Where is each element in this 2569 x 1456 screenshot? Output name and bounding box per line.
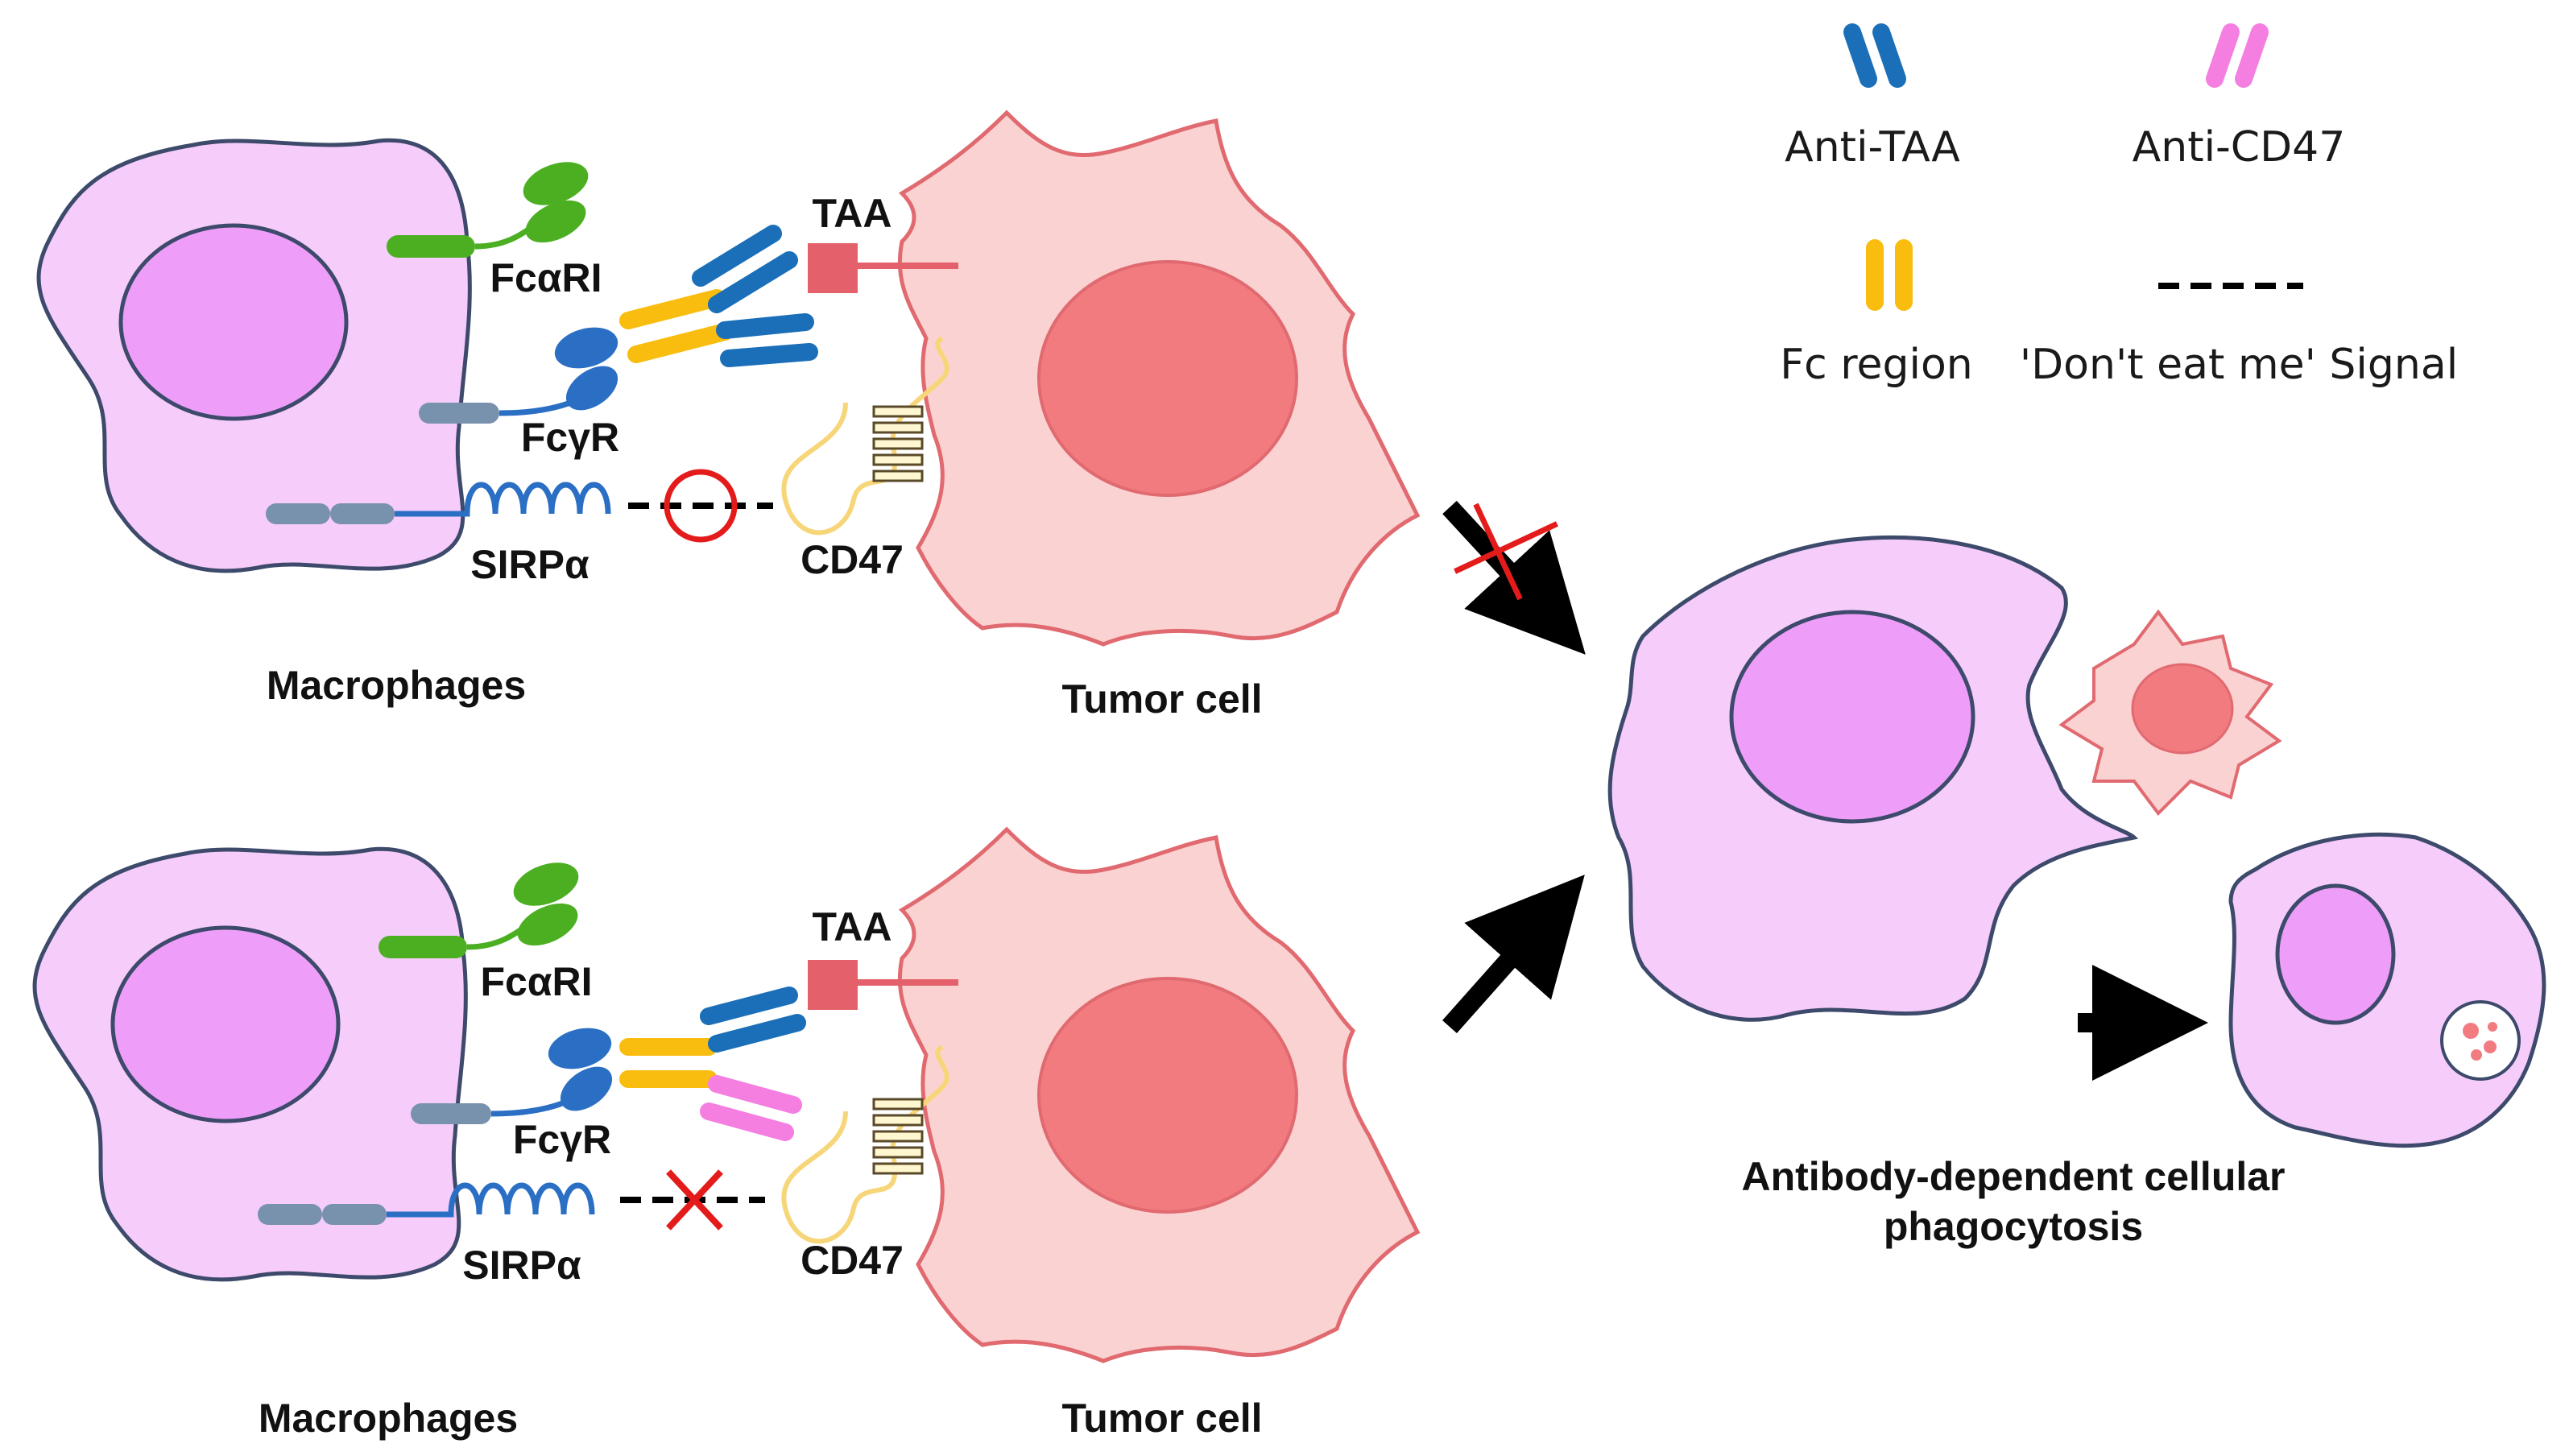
legend-anti-cd47-label: Anti-CD47 <box>2133 123 2346 172</box>
bottom-cd47-protein-icon <box>781 1044 949 1244</box>
top-fcari-receptor-icon <box>387 162 589 258</box>
top-tumor-nucleus <box>1037 260 1298 497</box>
legend-anti-taa-icon <box>1843 23 1906 88</box>
legend-dont-eat-me-label: 'Don't eat me' Signal <box>2020 341 2458 389</box>
top-taa-label: TAA <box>812 191 891 236</box>
top-blocked-arrow <box>1442 500 1586 655</box>
bottom-cd47-label: CD47 <box>800 1238 904 1283</box>
bottom-fcgr-receptor-icon <box>411 1028 613 1124</box>
bottom-tumor-nucleus <box>1037 977 1298 1214</box>
digested-macrophage-cell <box>2228 832 2546 1148</box>
bottom-sirpa-label: SIRPα <box>462 1243 581 1288</box>
top-cd47-label: CD47 <box>800 537 904 582</box>
top-signal-active-icon <box>664 469 738 543</box>
bottom-fcgr-label: FcγR <box>513 1117 611 1162</box>
top-macrophages-label: Macrophages <box>267 663 526 708</box>
legend-anti-taa-label: Anti-TAA <box>1785 123 1960 172</box>
bottom-taa-label: TAA <box>812 904 891 949</box>
bottom-bispecific-antibody-icon <box>619 987 806 1141</box>
small-tumor-nucleus <box>2131 663 2234 755</box>
top-taa-antigen-icon <box>808 243 958 293</box>
top-macrophage-nucleus <box>118 223 349 421</box>
bottom-macrophages-label: Macrophages <box>259 1396 518 1441</box>
top-panel: FcαRI FcγR SIRPα <box>36 110 1421 722</box>
result-title-line1: Antibody-dependent cellular <box>1741 1154 2285 1199</box>
top-anti-taa-antibody-icon <box>619 225 818 367</box>
top-cd47-protein-icon <box>781 336 949 536</box>
top-sirpa-receptor-icon <box>266 482 611 524</box>
engulfing-macrophage-nucleus <box>1729 610 1975 824</box>
legend-fc-region-icon <box>1866 239 1913 311</box>
top-fcgr-receptor-icon <box>419 327 618 424</box>
bottom-fcari-label: FcαRI <box>480 959 592 1004</box>
bottom-signal-blocked-icon <box>666 1169 723 1231</box>
legend: Anti-TAA Anti-CD47 Fc region 'Don't eat … <box>1780 23 2458 389</box>
bottom-fcari-receptor-icon <box>379 862 579 958</box>
legend-anti-cd47-icon <box>2206 23 2269 88</box>
bottom-taa-antigen-icon <box>808 960 958 1010</box>
top-sirpa-label: SIRPα <box>470 542 590 587</box>
legend-fc-region-label: Fc region <box>1780 341 1972 389</box>
result-panel: Antibody-dependent cellular phagocytosis <box>1607 536 2546 1249</box>
bottom-panel: FcαRI FcγR SIRPα <box>32 826 1421 1441</box>
top-fcari-label: FcαRI <box>490 255 602 300</box>
bottom-sirpa-receptor-icon <box>258 1182 595 1225</box>
bottom-macrophage-nucleus <box>110 925 341 1123</box>
phagosome-icon <box>2440 1000 2521 1081</box>
result-title-line2: phagocytosis <box>1884 1204 2143 1249</box>
top-fcgr-label: FcγR <box>521 415 619 460</box>
digested-macrophage-nucleus <box>2275 883 2396 1025</box>
top-tumor-cell-label: Tumor cell <box>1061 676 1262 722</box>
bottom-active-arrow <box>1442 875 1585 1033</box>
bottom-tumor-cell-label: Tumor cell <box>1061 1396 1262 1441</box>
